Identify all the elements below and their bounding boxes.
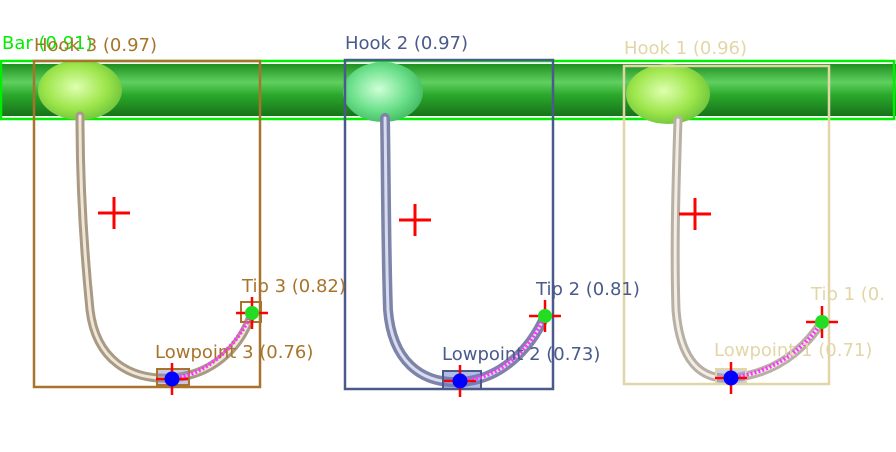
hook-1-center-marker (679, 198, 711, 230)
lowpoint-2-marker (444, 365, 476, 397)
lowpoint-3-marker (156, 363, 188, 395)
tip-1-marker (806, 306, 838, 338)
tip-2-marker (529, 300, 561, 332)
hook-2-center-marker (399, 204, 431, 236)
tip-3-marker (236, 297, 268, 329)
hook-3-bounding-box (32, 59, 262, 389)
lowpoint-2-label: Lowpoint 2 (0.73) (442, 344, 601, 365)
lowpoint-1-label: Lowpoint 1 (0.71) (714, 340, 873, 361)
hook-1-path-points (730, 320, 824, 380)
tip-1-label: Tip 1 (0. (811, 284, 885, 305)
lowpoint-1-marker (715, 362, 747, 394)
lowpoint-3-label: Lowpoint 3 (0.76) (155, 342, 314, 363)
bar-body (0, 64, 896, 116)
hook-3-shape (38, 60, 257, 383)
tip-3-label: Tip 3 (0.82) (242, 276, 346, 297)
hook-1-label: Hook 1 (0.96) (624, 38, 748, 59)
bar-label: Bar (0.91) (2, 33, 93, 54)
hook-3-label: Hook 3 (0.97) (34, 35, 158, 56)
tip-2-label: Tip 2 (0.81) (536, 279, 640, 300)
hook-2-label: Hook 2 (0.97) (345, 33, 469, 54)
hook-3-center-marker (98, 197, 130, 229)
hook-2-path-points (459, 315, 547, 383)
hook-3-path-points (171, 313, 254, 381)
